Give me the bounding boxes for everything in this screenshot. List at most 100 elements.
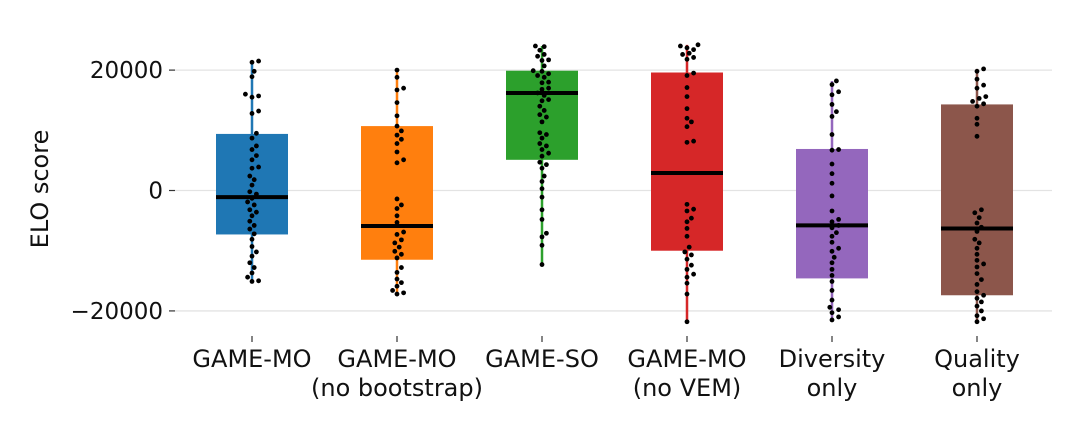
data-point (541, 44, 547, 50)
points-layer (243, 42, 989, 325)
data-point (974, 76, 980, 82)
data-point (546, 71, 551, 77)
data-point (394, 206, 400, 211)
data-point (249, 253, 255, 259)
data-point (829, 82, 835, 87)
data-point (972, 210, 978, 216)
data-point (249, 111, 255, 116)
data-point (829, 317, 835, 323)
data-point (689, 215, 694, 221)
data-point (399, 128, 404, 134)
data-point (539, 186, 545, 192)
data-point (979, 299, 984, 305)
data-point (539, 86, 545, 92)
data-point (243, 91, 248, 97)
data-point (829, 219, 835, 225)
data-point (394, 132, 400, 138)
data-point (684, 139, 690, 145)
data-point (974, 295, 980, 301)
data-point (254, 191, 259, 197)
data-point (401, 290, 406, 296)
x-tick-label-line: GAME-MO (192, 345, 311, 373)
data-point (249, 59, 255, 65)
data-point (251, 202, 257, 208)
data-point (544, 114, 549, 120)
data-point (394, 100, 400, 106)
data-point (394, 67, 400, 73)
data-point (249, 165, 255, 171)
data-point (392, 240, 398, 246)
data-point (979, 224, 984, 230)
data-point (249, 94, 255, 100)
data-point (251, 177, 257, 183)
data-point (684, 219, 690, 225)
data-point (827, 304, 833, 310)
data-point (972, 236, 978, 242)
data-point (684, 115, 690, 121)
data-point (399, 280, 404, 286)
data-point (541, 173, 547, 179)
data-point (829, 171, 835, 177)
data-point (684, 233, 690, 239)
data-point (836, 245, 841, 251)
data-point (245, 199, 251, 205)
data-point (974, 264, 980, 270)
data-point (539, 165, 545, 171)
data-point (974, 251, 980, 257)
data-point (974, 289, 980, 295)
x-tick-label: GAME-MO(no bootstrap) (311, 345, 483, 402)
x-tick-label-line: only (952, 374, 1003, 402)
data-point (684, 73, 690, 78)
data-point (829, 266, 835, 272)
x-tick-label: GAME-MO(no VEM) (627, 345, 746, 402)
data-point (836, 147, 841, 152)
data-point (829, 193, 835, 199)
data-point (535, 90, 540, 96)
data-point (829, 288, 835, 293)
data-point (249, 74, 255, 80)
data-point (544, 162, 549, 168)
data-point (394, 291, 400, 297)
data-point (394, 113, 400, 119)
data-point (546, 85, 551, 91)
data-point (247, 173, 253, 179)
data-point (254, 143, 259, 149)
x-tick-label-line: (no VEM) (633, 374, 742, 402)
data-point (247, 189, 253, 195)
data-point (976, 95, 982, 101)
data-point (831, 254, 837, 260)
grid-lines (175, 69, 1052, 312)
data-point (829, 248, 835, 254)
data-point (691, 47, 696, 53)
data-point (981, 101, 986, 107)
data-point (251, 265, 257, 270)
y-tick-label: 20000 (90, 58, 163, 84)
data-point (691, 55, 696, 60)
data-point (249, 213, 255, 219)
data-point (834, 109, 839, 115)
data-point (695, 42, 701, 48)
x-tick-label-line: (no bootstrap) (311, 374, 483, 402)
data-point (684, 291, 690, 297)
data-point (392, 248, 398, 254)
data-point (684, 256, 690, 262)
data-point (689, 252, 694, 258)
data-point (251, 231, 257, 237)
data-point (834, 230, 839, 236)
data-point (249, 135, 255, 141)
data-point (544, 132, 549, 137)
data-point (981, 261, 986, 267)
data-point (539, 262, 545, 267)
data-point (541, 92, 547, 98)
data-point (533, 43, 538, 49)
data-point (394, 269, 400, 275)
data-point (829, 310, 835, 316)
data-point (401, 85, 406, 91)
data-point (256, 58, 261, 64)
data-point (539, 58, 545, 63)
box (796, 148, 868, 279)
